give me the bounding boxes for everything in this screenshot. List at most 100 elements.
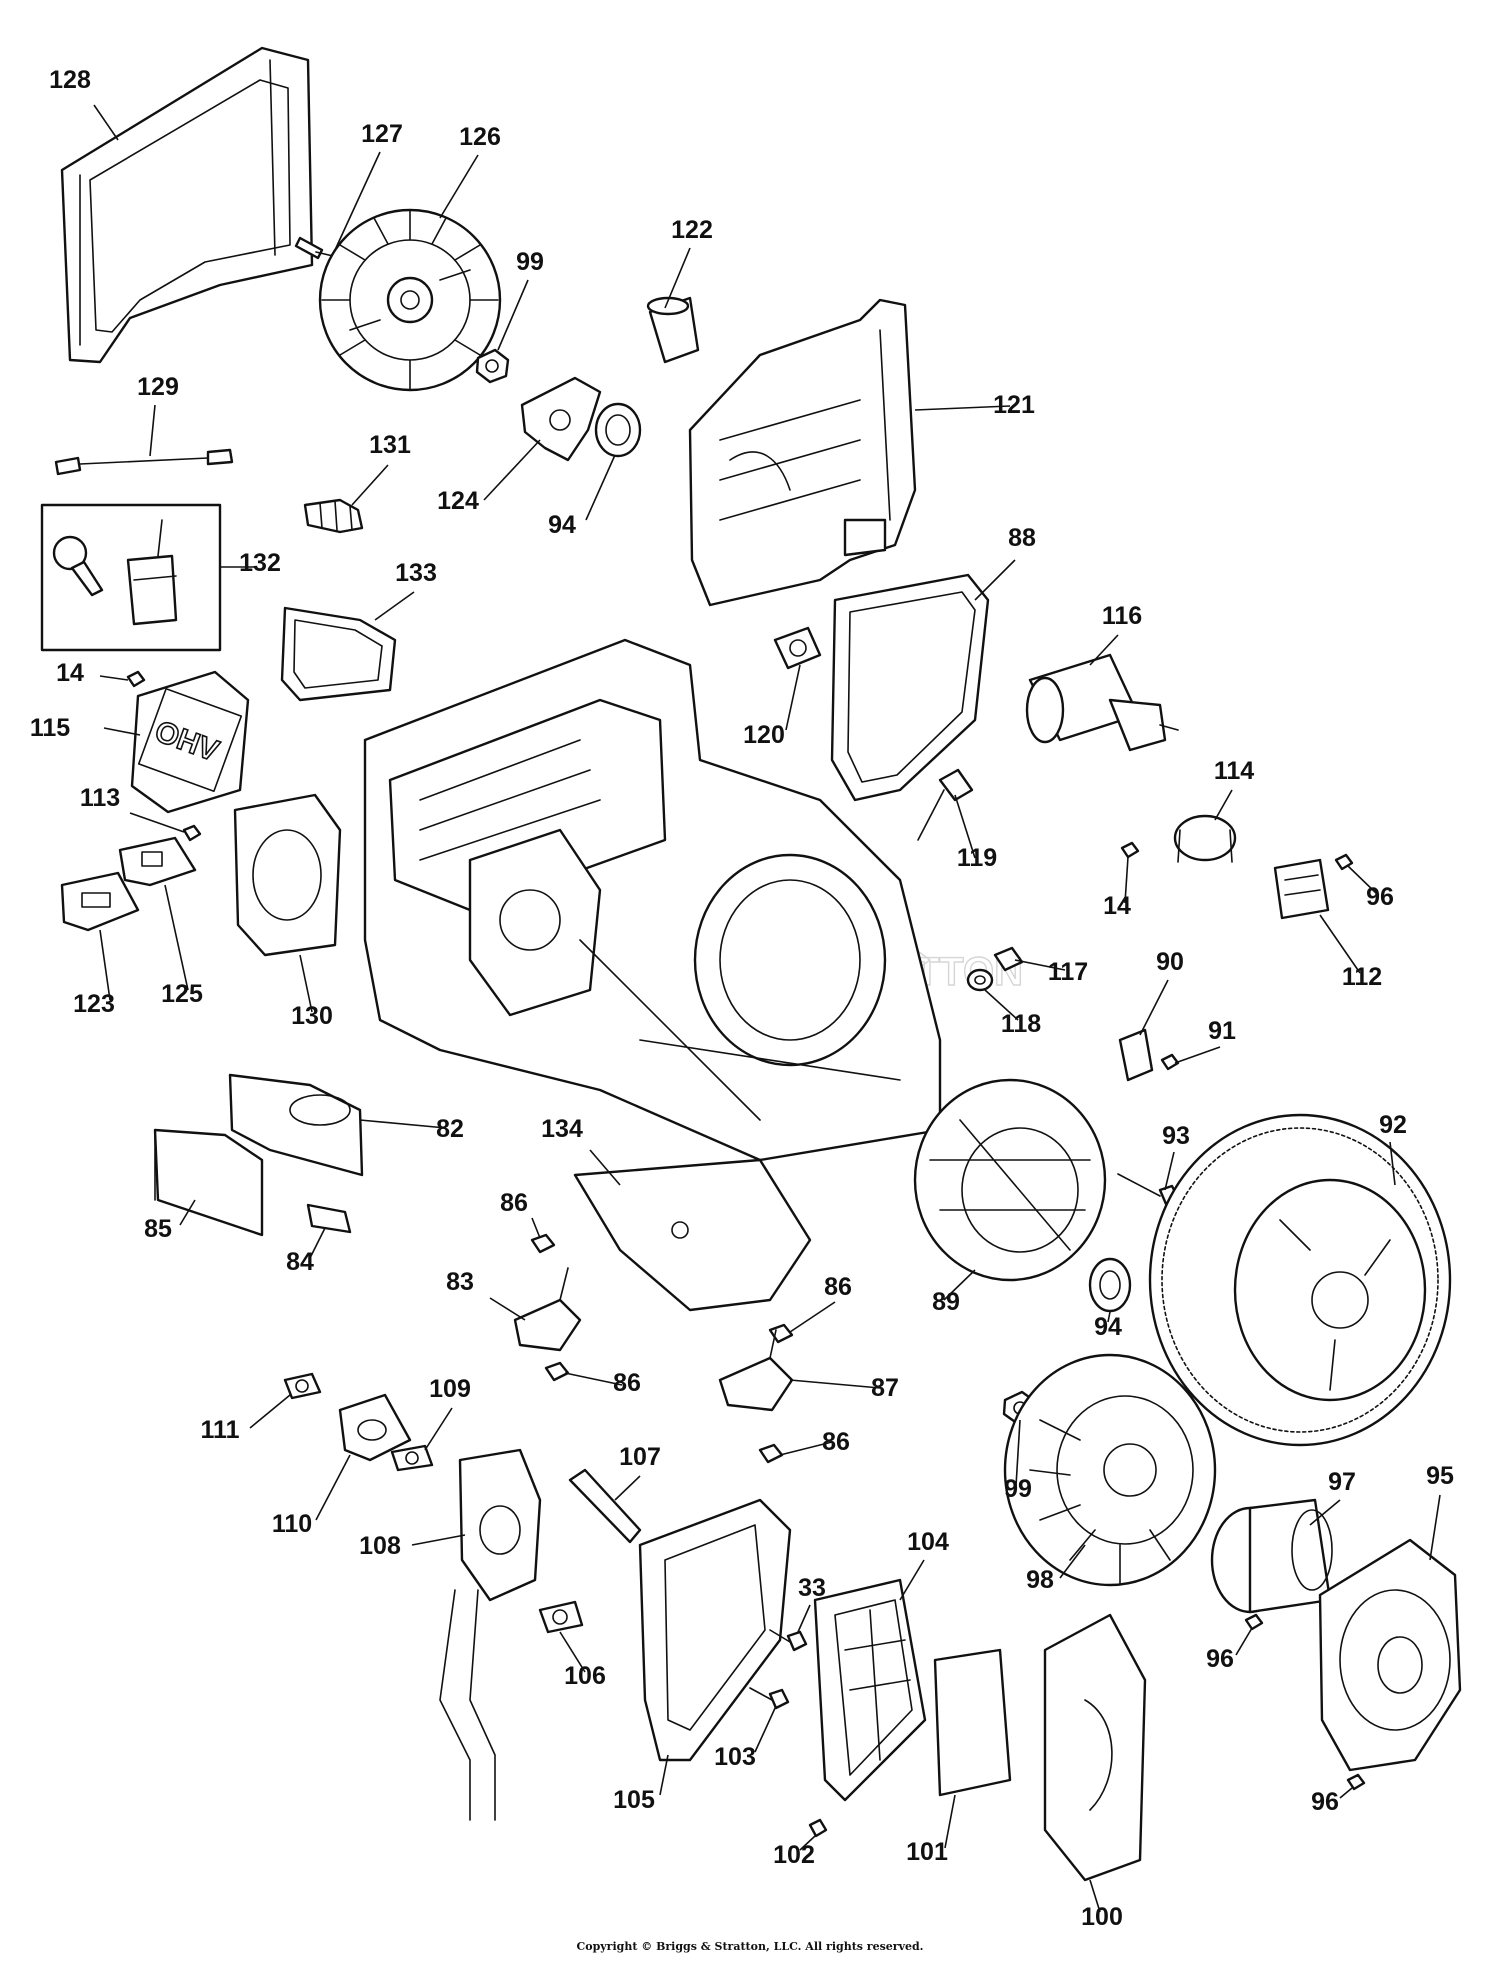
part-label-127: 127 (361, 120, 403, 148)
part-133-gasket (280, 606, 397, 702)
engine-block (363, 638, 942, 1162)
part-label-98: 98 (1026, 1566, 1054, 1594)
part-label-100: 100 (1081, 1903, 1123, 1931)
part-94-seal-bottom (1088, 1257, 1132, 1313)
part-110-spacer (338, 1393, 412, 1462)
part-124-plate (520, 376, 602, 462)
part-label-126: 126 (459, 123, 501, 151)
part-label-97: 97 (1328, 1468, 1356, 1496)
part-88-gasket (830, 573, 990, 802)
part-label-105: 105 (613, 1786, 655, 1814)
part-label-94b: 94 (1094, 1313, 1122, 1341)
part-label-124: 124 (437, 487, 479, 515)
part-label-119: 119 (957, 844, 997, 872)
part-99-nut-top (475, 348, 510, 384)
part-label-95: 95 (1426, 1462, 1454, 1490)
part-label-131: 131 (369, 431, 411, 459)
part-114-solenoid (1173, 814, 1237, 863)
part-86-nut-a (530, 1233, 556, 1254)
part-107-hose (568, 1468, 642, 1544)
part-98-fan (1003, 1353, 1217, 1587)
part-label-116: 116 (1102, 602, 1142, 630)
part-label-84: 84 (286, 1248, 314, 1276)
part-115-valve-cover: OHV (130, 670, 250, 814)
part-94-seal-top (594, 402, 642, 458)
part-113-nut (182, 824, 202, 842)
part-label-99b: 99 (1004, 1475, 1032, 1503)
part-label-108: 108 (359, 1532, 401, 1560)
part-122-pipe (646, 296, 700, 364)
part-label-96b: 96 (1206, 1645, 1234, 1673)
part-label-130: 130 (291, 1002, 333, 1030)
part-label-104: 104 (907, 1528, 949, 1556)
part-96-bolt-starter-a (1244, 1613, 1264, 1631)
part-label-118: 118 (1001, 1010, 1041, 1038)
part-label-121: 121 (993, 391, 1035, 419)
part-96-bolt-relay (1334, 853, 1354, 871)
part-label-89: 89 (932, 1288, 960, 1316)
part-label-14b: 14 (1103, 892, 1131, 920)
part-label-33: 33 (798, 1574, 826, 1602)
part-33-bolt (769, 1629, 808, 1652)
part-100-filter-cover (1043, 1613, 1147, 1882)
part-87-mount (718, 1329, 794, 1412)
part-119-dipstick (917, 768, 974, 841)
part-14-bolt-right (1120, 841, 1140, 859)
part-label-88: 88 (1008, 524, 1036, 552)
leader-lines (93, 104, 1441, 1913)
part-86-nut-d (758, 1443, 784, 1464)
part-label-112: 112 (1342, 963, 1382, 991)
part-label-114: 114 (1214, 757, 1254, 785)
part-101-filter (933, 1648, 1012, 1797)
part-134-tray (573, 1158, 812, 1312)
part-89-stator (913, 1078, 1107, 1282)
part-label-101: 101 (906, 1838, 948, 1866)
part-label-117: 117 (1048, 958, 1088, 986)
part-label-120: 120 (743, 721, 785, 749)
part-label-96a: 96 (1366, 883, 1394, 911)
part-85-foam (153, 1128, 264, 1237)
part-86-nut-c (544, 1361, 570, 1382)
part-label-99a: 99 (516, 248, 544, 276)
part-label-86a: 86 (500, 1189, 528, 1217)
part-label-94a: 94 (548, 511, 576, 539)
copyright-notice: Copyright © Briggs & Stratton, LLC. All … (576, 1940, 924, 1953)
part-105-air-box (638, 1498, 792, 1762)
part-86-nut-b (768, 1323, 794, 1344)
part-126-fan (318, 208, 502, 392)
part-label-96c: 96 (1311, 1788, 1339, 1816)
part-label-125: 125 (161, 980, 203, 1008)
part-label-123: 123 (73, 990, 115, 1018)
part-label-111: 111 (201, 1416, 240, 1444)
part-label-102: 102 (773, 1841, 815, 1869)
part-116-starter-motor (1025, 653, 1179, 752)
part-label-115: 115 (30, 714, 70, 742)
part-label-14a: 14 (56, 659, 84, 687)
part-118-washer (966, 968, 994, 992)
part-label-87: 87 (871, 1374, 899, 1402)
part-109-gasket (390, 1444, 434, 1472)
part-label-133: 133 (395, 559, 437, 587)
part-label-134: 134 (541, 1115, 583, 1143)
part-95-recoil-starter (1318, 1538, 1462, 1772)
part-label-110: 110 (272, 1510, 312, 1538)
part-96-bolt-starter-b (1346, 1773, 1366, 1791)
part-120-gasket (773, 626, 822, 670)
part-102-screw (808, 1818, 828, 1838)
part-label-132: 132 (239, 549, 281, 577)
part-111-gasket (283, 1372, 322, 1400)
part-label-129: 129 (137, 373, 179, 401)
part-103-bolt (749, 1687, 790, 1710)
part-108-carburetor (439, 1448, 542, 1821)
part-label-109: 109 (429, 1375, 471, 1403)
part-label-92: 92 (1379, 1111, 1407, 1139)
part-label-85: 85 (144, 1215, 172, 1243)
part-128-duct-cover (60, 46, 314, 364)
part-121-muffler (688, 298, 917, 607)
part-label-93: 93 (1162, 1122, 1190, 1150)
part-130-head-gasket (233, 793, 342, 957)
part-91-bolt (1160, 1053, 1180, 1071)
part-label-106: 106 (564, 1662, 606, 1690)
part-90-bracket (1118, 1028, 1154, 1082)
